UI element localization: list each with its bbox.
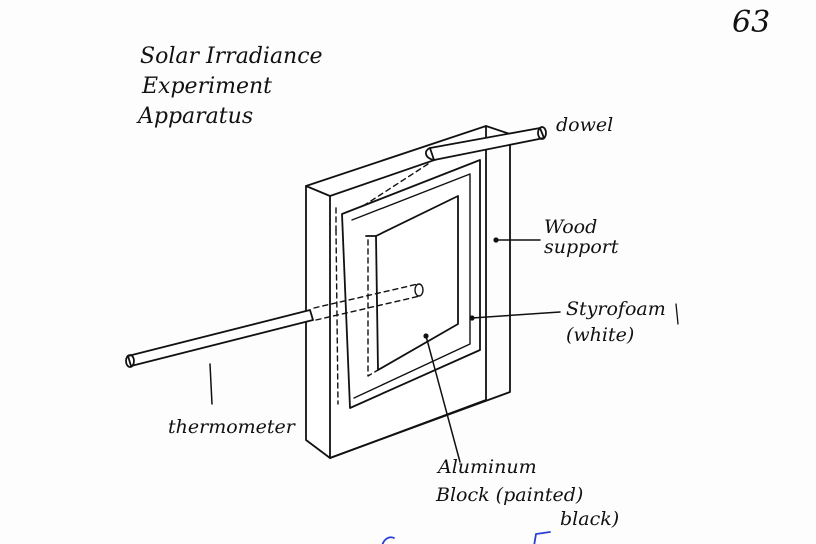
thermometer-rod: [125, 283, 424, 368]
label-dowel: dowel: [556, 114, 614, 136]
label-aluminum-line1: Aluminum: [438, 456, 537, 478]
label-styrofoam-line2: (white): [566, 324, 635, 346]
styrofoam-frame: [335, 159, 481, 409]
label-aluminum-line2: Block (painted): [436, 484, 584, 506]
dowel-rod: [359, 126, 547, 209]
aluminum-block: [365, 195, 459, 377]
label-wood-support-line1: Wood: [544, 216, 598, 238]
title-line-3: Apparatus: [138, 104, 254, 129]
leader-lines: [209, 239, 679, 463]
label-wood-support-line2: support: [544, 236, 619, 258]
page-number: 63: [732, 5, 771, 40]
label-styrofoam-line1: Styrofoam: [566, 298, 666, 320]
title-line-1: Solar Irradiance: [140, 44, 323, 69]
label-aluminum-line3: black): [560, 508, 620, 530]
label-thermometer: thermometer: [168, 416, 295, 438]
title-line-2: Experiment: [142, 74, 273, 99]
blue-ink-mark: [381, 531, 551, 544]
